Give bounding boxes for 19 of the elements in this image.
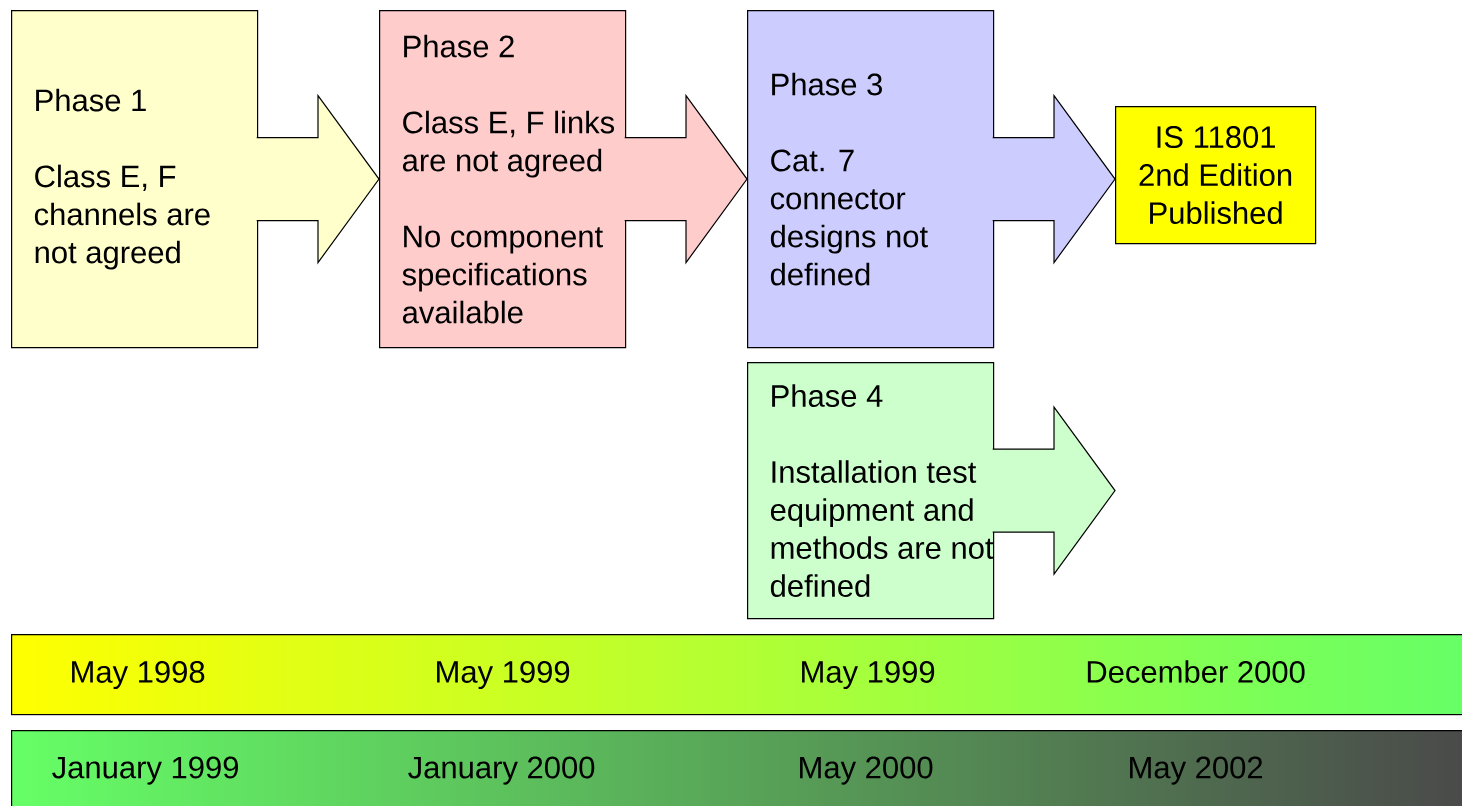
- result-box: IS 11801 2nd Edition Published: [1115, 106, 1317, 245]
- date-label: December 2000: [1087, 660, 1305, 683]
- date-label: May 1999: [802, 660, 935, 690]
- block-arrow: [992, 93, 1116, 265]
- timeline-band: [11, 730, 1462, 806]
- date-label: May 1998: [72, 660, 205, 690]
- block-arrow: [256, 93, 380, 265]
- phase-box: Phase 2 Class E, F links are not agreed No component specifications available: [379, 10, 627, 349]
- date-label: May 1999: [437, 660, 570, 690]
- phase-box: Phase 4 Installation test equipment and methods are not defined: [747, 362, 995, 620]
- block-arrow: [624, 93, 748, 265]
- phase-box: Phase 3 Cat. 7 connector designs not defined: [747, 10, 995, 349]
- block-arrow: [992, 405, 1116, 576]
- phase-box: Phase 1 Class E, F channels are not agreed: [11, 10, 259, 349]
- date-label: May 2000: [800, 756, 933, 785]
- date-label: May 2002: [1130, 756, 1263, 785]
- date-label: January 1999: [52, 756, 238, 785]
- date-label: January 2000: [408, 756, 595, 785]
- timeline-band: [11, 634, 1462, 716]
